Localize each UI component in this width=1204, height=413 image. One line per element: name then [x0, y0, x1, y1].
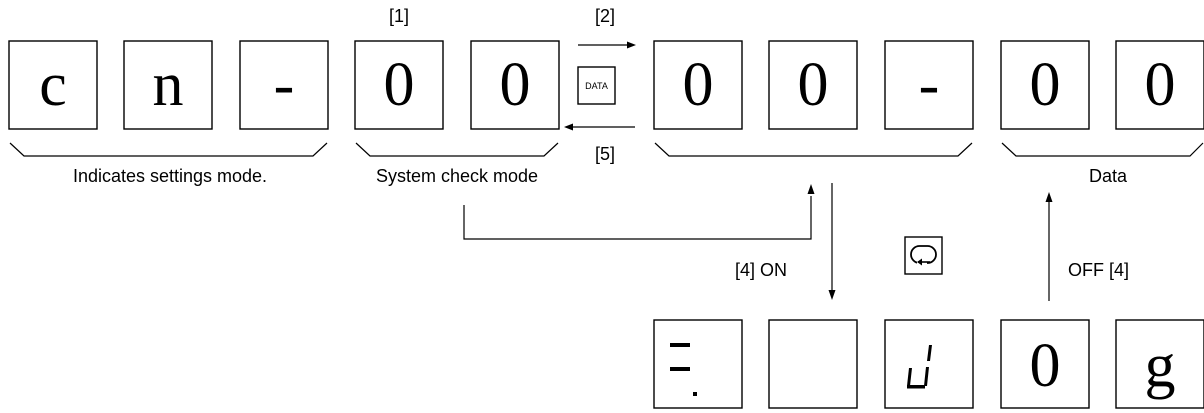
display-cell: [653, 40, 743, 130]
display-cell: [768, 40, 858, 130]
settings-mode-caption: Indicates settings mode.: [73, 166, 267, 186]
display-char: g: [1145, 332, 1176, 400]
up-arrow-icon: [1045, 192, 1053, 202]
display-char: -: [919, 51, 940, 119]
lower-display: 0 g: [653, 319, 1204, 409]
display-cell: [354, 40, 444, 130]
item-number-display: 0 0 -: [653, 40, 974, 130]
display-char: 0: [1145, 51, 1176, 119]
settings-mode-brace: [9, 142, 328, 157]
display-char: 0: [384, 51, 415, 119]
step-2-label: [2]: [595, 6, 615, 26]
data-key[interactable]: DATA: [577, 66, 616, 105]
settings-mode-display: c n -: [8, 40, 329, 130]
display-cell: [884, 40, 974, 130]
item-number-brace: [654, 142, 973, 157]
step-5-label: [5]: [595, 144, 615, 164]
display-char: c: [39, 51, 67, 119]
display-char: 0: [500, 51, 531, 119]
display-char: -: [274, 51, 295, 119]
step-1-label: [1]: [389, 6, 409, 26]
display-cell: [1115, 40, 1204, 130]
display-cell: [1000, 319, 1090, 409]
display-cell: [653, 319, 743, 409]
display-cell: [1000, 40, 1090, 130]
segment-u-icon: [907, 345, 932, 389]
segment-equals-dot-icon: [670, 343, 697, 396]
display-cell: [239, 40, 329, 130]
display-cell: [123, 40, 213, 130]
display-char: 0: [798, 51, 829, 119]
blank-display: [768, 319, 858, 409]
right-arrow-icon: [627, 41, 636, 49]
repeat-key-icon: [910, 245, 937, 266]
display-char: 0: [1030, 51, 1061, 119]
display-cell: [1115, 319, 1204, 409]
data-key-label: DATA: [585, 81, 608, 91]
display-cell: [470, 40, 560, 130]
data-value-display: 0 0: [1000, 40, 1204, 130]
data-caption: Data: [1089, 166, 1128, 186]
system-check-to-item-connector: [463, 196, 812, 240]
display-char: n: [153, 51, 184, 119]
down-arrow-icon: [828, 290, 836, 300]
system-check-caption: System check mode: [376, 166, 538, 186]
up-arrow-icon: [807, 184, 815, 194]
repeat-key[interactable]: [904, 236, 943, 275]
data-brace: [1001, 142, 1204, 157]
off-label: OFF [4]: [1068, 260, 1129, 280]
system-check-brace: [355, 142, 559, 157]
display-char: 0: [683, 51, 714, 119]
display-char: 0: [1030, 332, 1061, 400]
on-label: [4] ON: [735, 260, 787, 280]
left-arrow-icon: [564, 123, 573, 131]
data-key-frame[interactable]: [577, 66, 616, 105]
display-cell: [8, 40, 98, 130]
system-check-display: 0 0: [354, 40, 560, 130]
display-cell: [884, 319, 974, 409]
